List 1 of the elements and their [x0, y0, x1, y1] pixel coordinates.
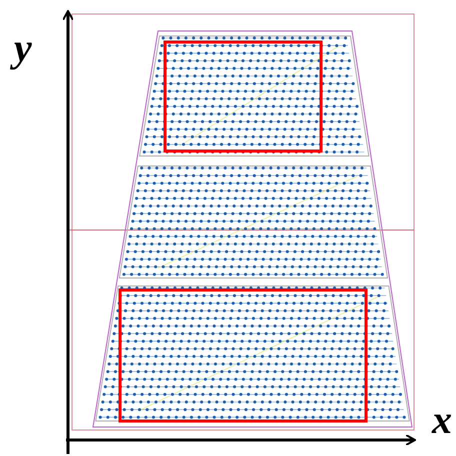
axis-label: x	[432, 400, 452, 440]
